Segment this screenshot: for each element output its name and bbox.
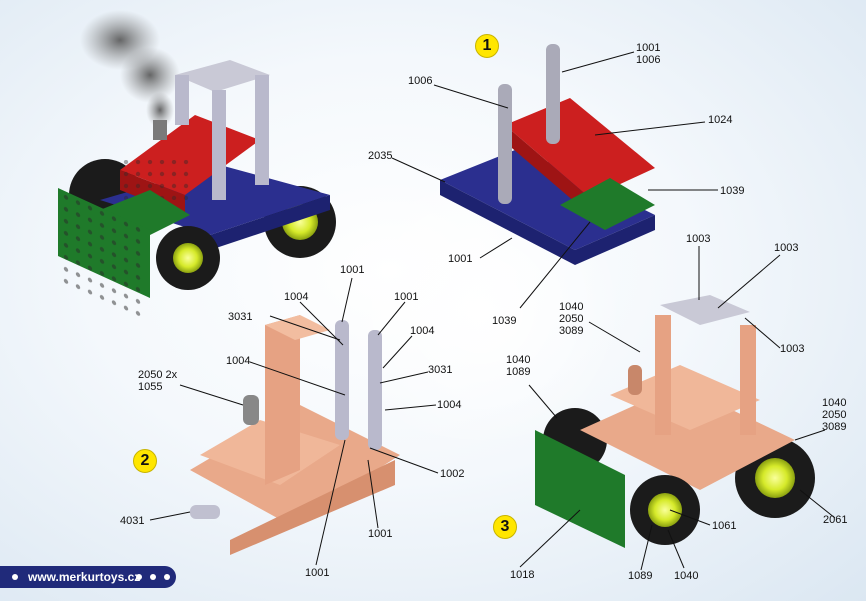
- footer-bar: www.merkurtoys.cz: [0, 566, 176, 588]
- step3-assembly: [535, 295, 815, 548]
- part-number: 1040: [559, 301, 584, 313]
- part-number: 3089: [559, 325, 584, 337]
- part-number: 1089: [506, 366, 531, 378]
- part-label: 4031: [120, 515, 145, 527]
- part-label: 1002: [440, 468, 465, 480]
- part-label: 1003: [780, 343, 805, 355]
- part-number: 3089: [822, 421, 847, 433]
- part-number: 1001: [636, 42, 661, 54]
- part-label: 1039: [720, 185, 745, 197]
- part-label: 1040 2050 3089: [822, 397, 846, 433]
- part-label: 1001: [394, 291, 419, 303]
- part-label: 1040: [674, 570, 699, 582]
- part-number: 2050: [822, 409, 847, 421]
- part-label: 1089: [628, 570, 653, 582]
- step-number-2: 2: [133, 449, 157, 473]
- part-label: 1001: [305, 567, 330, 579]
- footer-dot: [164, 574, 170, 580]
- part-number: 1040: [822, 397, 847, 409]
- part-number: 2050: [559, 313, 584, 325]
- footer-website-link[interactable]: www.merkurtoys.cz: [28, 570, 141, 584]
- part-label: 2061: [823, 514, 848, 526]
- footer-dot: [12, 574, 18, 580]
- part-label: 1003: [774, 242, 799, 254]
- part-label: 1039: [492, 315, 517, 327]
- part-label: 1001: [448, 253, 473, 265]
- step1-assembly: [440, 44, 655, 265]
- part-label: 1004: [437, 399, 462, 411]
- part-label: 1040 1089: [506, 354, 530, 378]
- step2-assembly: [190, 315, 400, 555]
- step-number-1: 1: [475, 34, 499, 58]
- part-label: 1040 2050 3089: [559, 301, 583, 337]
- part-label: 1001: [368, 528, 393, 540]
- footer-dot: [136, 574, 142, 580]
- part-label: 1001: [340, 264, 365, 276]
- leader-lines: [149, 51, 836, 571]
- part-label: 2035: [368, 150, 393, 162]
- step-number-3: 3: [493, 515, 517, 539]
- footer-dot: [150, 574, 156, 580]
- part-label: 2050 2x 1055: [138, 369, 177, 393]
- part-number: 1006: [636, 54, 661, 66]
- part-label: 1004: [410, 325, 435, 337]
- part-label: 1018: [510, 569, 535, 581]
- part-label: 1004: [226, 355, 251, 367]
- part-number: 1040: [506, 354, 531, 366]
- part-number: 1055: [138, 381, 163, 393]
- part-label: 1024: [708, 114, 733, 126]
- part-label: 1001 1006: [636, 42, 660, 66]
- part-label: 3031: [228, 311, 253, 323]
- part-label: 1003: [686, 233, 711, 245]
- part-label: 1004: [284, 291, 309, 303]
- part-label: 1006: [408, 75, 433, 87]
- tractor-colored: [58, 10, 336, 326]
- part-label: 1061: [712, 520, 737, 532]
- part-number: 2050 2x: [138, 369, 178, 381]
- part-label: 3031: [428, 364, 453, 376]
